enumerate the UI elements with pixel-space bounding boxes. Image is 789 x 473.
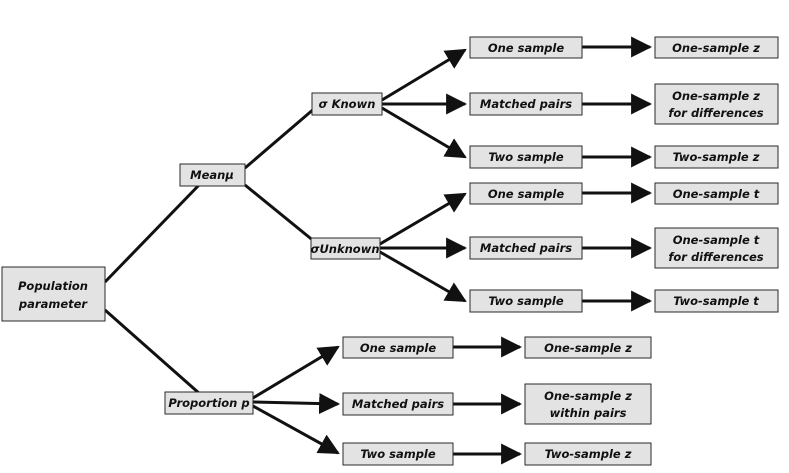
edge-root-mean [103,182,202,284]
edge-root-proportion [104,308,201,396]
node-su-matched-pairs-test-line2: for differences [668,250,763,264]
edge-sk-two [381,106,467,159]
node-population-parameter: Population parameter [1,266,106,322]
node-sk-one-sample: One sample [469,36,583,59]
node-pp-matched-pairs-test-line1: One-sample z [544,389,632,403]
node-sk-matched-pairs-label: Matched pairs [480,97,572,111]
node-pp-matched-pairs-test: One-sample z within pairs [524,383,652,425]
node-sigma-known-label: σ Known [319,97,376,111]
node-sk-one-sample-label: One sample [488,41,565,55]
edge-su-one [379,192,467,246]
node-mean: Meanμ [179,163,246,187]
node-sk-two-sample-test: Two-sample z [654,145,779,169]
node-mean-label: Meanμ [190,168,234,182]
edge-pp-one [252,345,340,400]
node-pp-matched-pairs-label: Matched pairs [352,397,444,411]
node-sk-one-sample-test: One-sample z [654,36,779,59]
node-pp-one-sample-test: One-sample z [524,336,652,359]
edge-mean-sigma-unknown [244,183,316,244]
node-sk-matched-pairs-test: One-sample z for differences [654,83,779,125]
node-su-one-sample-test: One-sample t [654,182,779,205]
node-su-matched-pairs-test-line1: One-sample t [673,233,760,247]
node-pp-one-sample-label: One sample [360,341,437,355]
node-sk-two-sample-label: Two sample [488,150,564,164]
node-su-matched-pairs-test: One-sample t for differences [654,227,779,269]
node-pp-matched-pairs: Matched pairs [342,392,454,416]
node-population-parameter-line1: Population [18,279,88,293]
edges [103,36,653,465]
node-proportion: Proportion p [164,391,254,415]
node-sigma-known: σ Known [311,92,383,116]
node-proportion-label: Proportion p [168,396,249,410]
node-su-two-sample-test-label: Two-sample t [673,294,759,308]
edge-pp-two [252,404,340,455]
node-su-one-sample-label: One sample [488,187,565,201]
node-su-two-sample-test: Two-sample t [654,289,779,313]
node-pp-one-sample: One sample [342,336,454,359]
node-sk-two-sample-test-label: Two-sample z [673,150,760,164]
edge-pp-matched [252,393,341,415]
node-pp-two-sample-test-label: Two-sample z [545,447,632,461]
node-sk-matched-pairs-test-line1: One-sample z [672,89,760,103]
node-su-one-sample-test-label: One-sample t [673,187,760,201]
edge-su-two [379,250,467,303]
node-population-parameter-line2: parameter [18,297,89,311]
node-su-matched-pairs-label: Matched pairs [480,241,572,255]
node-su-two-sample-label: Two sample [488,294,564,308]
node-pp-one-sample-test-label: One-sample z [544,341,632,355]
node-su-one-sample: One sample [469,182,583,205]
node-su-matched-pairs: Matched pairs [469,236,583,260]
node-su-two-sample: Two sample [469,289,583,313]
node-sk-matched-pairs: Matched pairs [469,92,583,116]
node-sigma-unknown: σUnknown [310,237,381,260]
node-pp-two-sample-label: Two sample [360,447,436,461]
node-pp-two-sample: Two sample [342,442,454,466]
node-sk-two-sample: Two sample [469,145,583,169]
node-sk-matched-pairs-test-line2: for differences [668,106,763,120]
node-pp-matched-pairs-test-line2: within pairs [550,406,627,420]
node-sigma-unknown-label: σUnknown [310,242,379,256]
edge-mean-sigma-known [244,106,316,170]
node-pp-two-sample-test: Two-sample z [524,442,652,466]
edge-sk-one [381,48,467,102]
node-sk-one-sample-test-label: One-sample z [672,41,760,55]
